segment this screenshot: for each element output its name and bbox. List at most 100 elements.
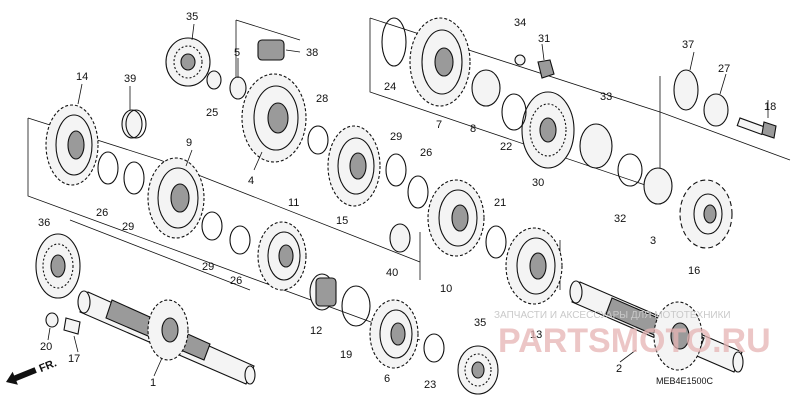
bushing-parts <box>121 69 673 253</box>
label-24: 24 <box>384 81 396 93</box>
label-1: 1 <box>150 377 156 389</box>
front-marker-text: FR. <box>38 357 59 375</box>
circlip-28 <box>307 125 329 155</box>
bearing-parts <box>35 37 575 395</box>
label-18: 18 <box>764 101 776 113</box>
label-29-left: 29 <box>122 221 134 233</box>
label-26-lower: 26 <box>230 275 242 287</box>
label-19: 19 <box>340 349 352 361</box>
label-31: 31 <box>538 33 550 45</box>
washer-23 <box>423 333 445 363</box>
gear-13 <box>505 227 563 305</box>
assembly-frame-lines <box>27 17 791 341</box>
label-38: 38 <box>306 47 318 59</box>
label-32: 32 <box>614 213 626 225</box>
label-34: 34 <box>514 17 526 29</box>
circlip-26b <box>407 175 429 209</box>
bearing-35-upper <box>165 37 211 87</box>
circlip-29a <box>123 161 145 195</box>
leader-lines <box>47 23 769 377</box>
label-33: 33 <box>600 91 612 103</box>
gear-4 <box>241 73 307 163</box>
label-26-left: 26 <box>96 207 108 219</box>
label-27: 27 <box>718 63 730 75</box>
gear-unlabeled-lower <box>257 221 307 291</box>
watermark-site: PARTSMOTO.RU <box>498 322 771 360</box>
hardware-parts <box>45 54 777 335</box>
plate-31 <box>537 59 555 79</box>
circlip-29b <box>385 153 407 187</box>
bushing-5 <box>229 76 247 100</box>
gear-7 <box>409 17 471 107</box>
label-10: 10 <box>440 283 452 295</box>
needle-bearing-38 <box>257 39 285 61</box>
ring-parts <box>97 17 729 363</box>
circlip-26c <box>229 225 251 255</box>
plate-37 <box>673 69 699 111</box>
watermark-tagline: ЗАПЧАСТИ И АКСЕССУАРЫ ДЛЯ МОТОТЕХНИКИ <box>494 310 731 321</box>
gear-on-counter-shaft <box>653 301 703 371</box>
label-20: 20 <box>40 341 52 353</box>
ring-22 <box>501 93 527 131</box>
bushing-8 <box>471 69 501 107</box>
label-30: 30 <box>532 177 544 189</box>
label-22: 22 <box>500 141 512 153</box>
gear-10 <box>427 179 485 257</box>
bearing-36 <box>35 233 81 299</box>
label-35-upper: 35 <box>186 11 198 23</box>
gear-on-main-shaft <box>147 299 189 361</box>
bearing-35-lower <box>457 345 499 395</box>
ring-32 <box>617 153 643 187</box>
bolt-34 <box>514 54 526 66</box>
label-6: 6 <box>384 373 390 385</box>
label-26-mid: 26 <box>420 147 432 159</box>
label-29-mid: 29 <box>390 131 402 143</box>
gear-9 <box>147 157 205 239</box>
gear-14 <box>45 104 99 186</box>
label-17: 17 <box>68 353 80 365</box>
washer-19 <box>341 285 371 327</box>
label-3: 3 <box>650 235 656 247</box>
bushing-40 <box>389 223 411 253</box>
bushing-39 <box>121 109 147 139</box>
gear-6 <box>369 299 419 369</box>
bolt-17 <box>63 317 81 335</box>
front-arrow-icon <box>6 367 37 385</box>
label-21: 21 <box>494 197 506 209</box>
label-36: 36 <box>38 217 50 229</box>
label-39: 39 <box>124 73 136 85</box>
label-4: 4 <box>248 175 254 187</box>
gear-parts <box>45 17 733 371</box>
label-9: 9 <box>186 137 192 149</box>
bushing-32 <box>643 167 673 205</box>
label-35-lower: 35 <box>474 317 486 329</box>
gear-15 <box>327 125 381 207</box>
circlip-29c <box>201 211 223 241</box>
nut-20 <box>45 312 59 328</box>
label-2: 2 <box>616 363 622 375</box>
bolt-18 <box>736 117 777 139</box>
label-14: 14 <box>76 71 88 83</box>
label-23: 23 <box>424 379 436 391</box>
ring-33 <box>579 123 613 169</box>
label-16: 16 <box>688 265 700 277</box>
bushing-25 <box>206 70 222 90</box>
label-7: 7 <box>436 119 442 131</box>
washer-24 <box>381 17 407 67</box>
label-25: 25 <box>206 107 218 119</box>
diagram-code: MEB4E1500C <box>656 376 714 386</box>
label-29-lower: 29 <box>202 261 214 273</box>
label-8: 8 <box>470 123 476 135</box>
circlip-26a <box>97 151 119 185</box>
needle-bearing-12 <box>309 273 337 311</box>
label-11: 11 <box>288 197 299 209</box>
front-direction-marker: FR. <box>6 357 59 385</box>
label-15: 15 <box>336 215 348 227</box>
sprocket-16 <box>679 179 733 249</box>
label-13: 13 <box>530 329 542 341</box>
label-37: 37 <box>682 39 694 51</box>
ring-21 <box>485 225 507 259</box>
bearing-30 <box>521 91 575 169</box>
label-5: 5 <box>234 47 240 59</box>
